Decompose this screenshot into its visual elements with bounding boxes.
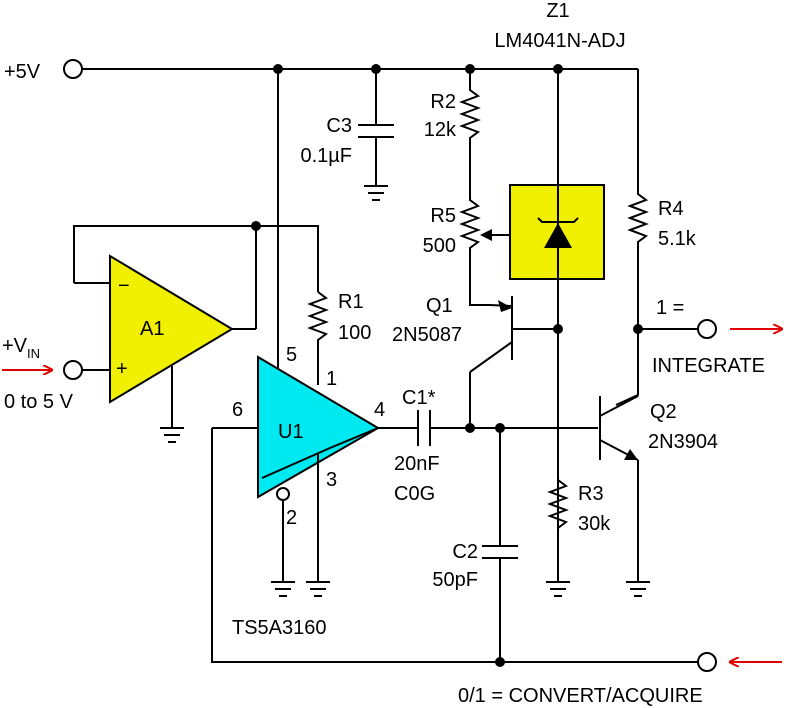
q2-ref: Q2 [650,401,677,423]
c2-capacitor [482,428,717,672]
integrate-top-label: 1 = [656,297,684,319]
convert-terminal[interactable] [697,652,717,672]
r2-value: 12k [424,119,457,141]
c1-capacitor [417,410,598,446]
z1-ref: Z1 [546,0,569,22]
r5-ref: R5 [430,205,456,227]
r2-ref: R2 [430,91,456,113]
r3-resistor [546,479,570,597]
r5-value: 500 [423,235,456,257]
r2-resistor [459,69,513,307]
vin-range: 0 to 5 V [4,391,74,413]
u1-part: TS5A3160 [232,617,327,639]
c3-capacitor [358,69,394,201]
u1-ref: U1 [278,421,304,443]
pin1-label: 1 [326,368,337,390]
pin4-label: 4 [374,399,385,421]
c1-type: C0G [394,483,435,505]
vin-sub: IN [27,346,40,361]
u1-switch [211,69,500,663]
a1-minus: − [118,275,130,297]
q2-part: 2N3904 [648,431,718,453]
q1-part: 2N5087 [392,324,462,346]
q1-ref: Q1 [426,295,453,317]
a1-ref: A1 [140,318,164,340]
r4-value: 5.1k [658,228,697,250]
vcc-rail [63,59,638,79]
vin-main: +V [2,335,28,357]
vin-terminal[interactable] [63,360,83,380]
c3-ref: C3 [326,115,352,137]
q2-transistor [599,395,650,597]
integrate-label: INTEGRATE [652,355,765,377]
r4-ref: R4 [658,198,684,220]
r3-ref: R3 [578,483,604,505]
pin6-label: 6 [232,399,243,421]
c1-value: 20nF [394,453,440,475]
pin2-label: 2 [286,507,297,529]
r1-value: 100 [338,322,371,344]
r1-ref: R1 [338,291,364,313]
vin-label: +VIN [2,335,40,361]
c3-value: 0.1µF [300,145,352,167]
pin5-label: 5 [286,344,297,366]
vcc-label: +5V [4,61,41,83]
r1-resistor [307,291,329,385]
pin3-label: 3 [326,469,337,491]
c2-value: 50pF [432,569,478,591]
z1-part: LM4041N-ADJ [494,30,625,52]
c2-ref: C2 [452,541,478,563]
vcc-terminal[interactable] [63,59,83,79]
z1-zener [509,69,605,582]
convert-label: 0/1 = CONVERT/ACQUIRE [458,685,703,707]
r4-resistor [615,69,717,406]
a1-opamp [63,221,319,443]
c1-ref: C1* [402,387,436,409]
r3-value: 30k [578,513,611,535]
integrate-terminal[interactable] [697,319,717,339]
q1-transistor [469,296,558,428]
a1-plus: + [116,358,128,380]
